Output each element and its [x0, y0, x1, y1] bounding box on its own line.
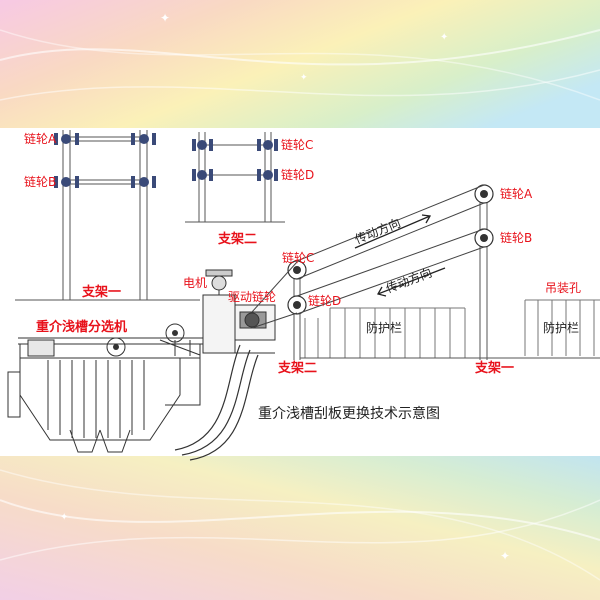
label-separator: 重介浅槽分选机 — [36, 319, 127, 335]
label-sprocket-c-top: 链轮C — [281, 137, 313, 152]
direction-arrow-lower — [377, 267, 446, 297]
label-sprocket-d-mid: 链轮D — [308, 293, 341, 308]
separator-machine — [7, 337, 205, 453]
diagram-title: 重介浅槽刮板更换技术示意图 — [258, 405, 440, 422]
motor-drive-unit — [202, 269, 276, 354]
separator-head-sprockets — [106, 323, 185, 357]
direction-arrow-upper — [354, 214, 432, 249]
chain-lines — [251, 184, 485, 329]
label-motor: 电机 — [183, 276, 207, 290]
label-support-two-bottom: 支架二 — [277, 360, 317, 376]
sprocket-c-top-assembly — [192, 139, 278, 151]
svg-text:✦: ✦ — [500, 549, 510, 563]
support-frame-one-right — [479, 190, 488, 360]
guard-rail-fence-1 — [304, 307, 466, 358]
label-support-two-top: 支架二 — [217, 231, 257, 247]
sprocket-b-left-assembly — [54, 176, 156, 188]
label-sprocket-d-top: 链轮D — [281, 167, 314, 182]
svg-text:✦: ✦ — [300, 73, 308, 83]
label-support-one-left: 支架一 — [81, 284, 121, 300]
sprocket-d-top-assembly — [192, 169, 278, 181]
label-sprocket-b-right: 链轮B — [500, 230, 532, 245]
label-sprocket-c-mid: 链轮C — [282, 250, 314, 265]
sprocket-b-right — [474, 228, 494, 248]
guard-rail-fence-2 — [524, 299, 600, 356]
svg-text:✦: ✦ — [60, 512, 68, 523]
label-sprocket-b-left: 链轮B — [24, 174, 56, 189]
svg-text:✦: ✦ — [160, 11, 170, 25]
conveyor-chute — [174, 344, 259, 461]
svg-text:✦: ✦ — [440, 32, 448, 43]
label-drive-sprocket: 驱动链轮 — [228, 289, 276, 304]
label-lifting-hole: 吊装孔 — [545, 281, 581, 295]
label-support-one-bottom: 支架一 — [474, 360, 514, 376]
label-sprocket-a-left: 链轮A — [24, 131, 57, 146]
label-guard-rail-2: 防护栏 — [543, 320, 579, 335]
label-guard-rail-1: 防护栏 — [366, 320, 402, 335]
sprocket-a-left-assembly — [54, 133, 156, 145]
label-sprocket-a-right: 链轮A — [500, 186, 533, 201]
